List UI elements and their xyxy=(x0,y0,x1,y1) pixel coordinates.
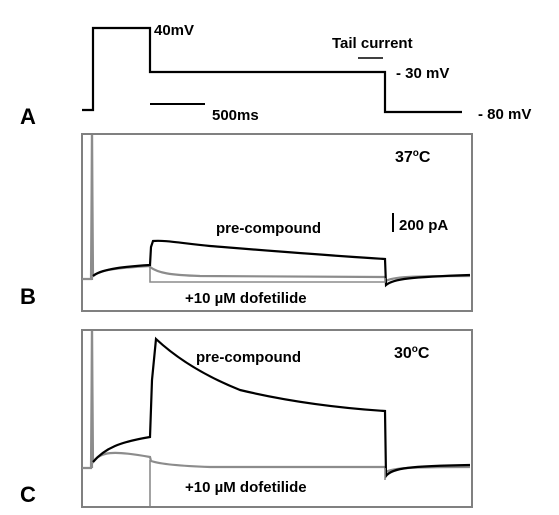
panel-a-letter: A xyxy=(20,104,36,129)
time-scale-label: 500ms xyxy=(212,107,259,124)
panel-b-frame xyxy=(81,133,473,312)
resting-voltage-label: - 80 mV xyxy=(478,106,531,123)
panel-c: C pre-compound 30oC +10 µM dofetilide xyxy=(20,329,473,508)
current-scale-label: 200 pA xyxy=(399,217,448,234)
panel-b-dofetilide-label: +10 µM dofetilide xyxy=(185,290,307,307)
panel-c-frame xyxy=(81,329,473,508)
voltage-protocol-trace xyxy=(82,26,462,114)
panel-c-letter: C xyxy=(20,482,36,507)
holding-voltage-label: - 30 mV xyxy=(396,65,449,82)
panel-b-baseline xyxy=(149,267,386,283)
tail-current-label: Tail current xyxy=(332,35,413,52)
panel-b-pre-compound-trace xyxy=(92,239,471,288)
panel-c-temperature: 30oC xyxy=(394,344,430,362)
panel-c-baseline xyxy=(149,460,386,506)
panel-c-pre-compound-label: pre-compound xyxy=(196,349,301,366)
panel-a: A 40mV Tail current - 30 mV - 80 mV 500m… xyxy=(20,22,531,129)
panel-c-pre-compound-trace xyxy=(92,336,471,480)
step-voltage-label: 40mV xyxy=(154,22,194,39)
panel-b-temperature: 37oC xyxy=(395,148,431,166)
panel-c-dofetilide-label: +10 µM dofetilide xyxy=(185,479,307,496)
panel-b-pre-compound-label: pre-compound xyxy=(216,220,321,237)
panel-b: B 37oC pre-compound 200 pA +10 µM dofeti… xyxy=(20,133,473,312)
panel-b-letter: B xyxy=(20,284,36,309)
